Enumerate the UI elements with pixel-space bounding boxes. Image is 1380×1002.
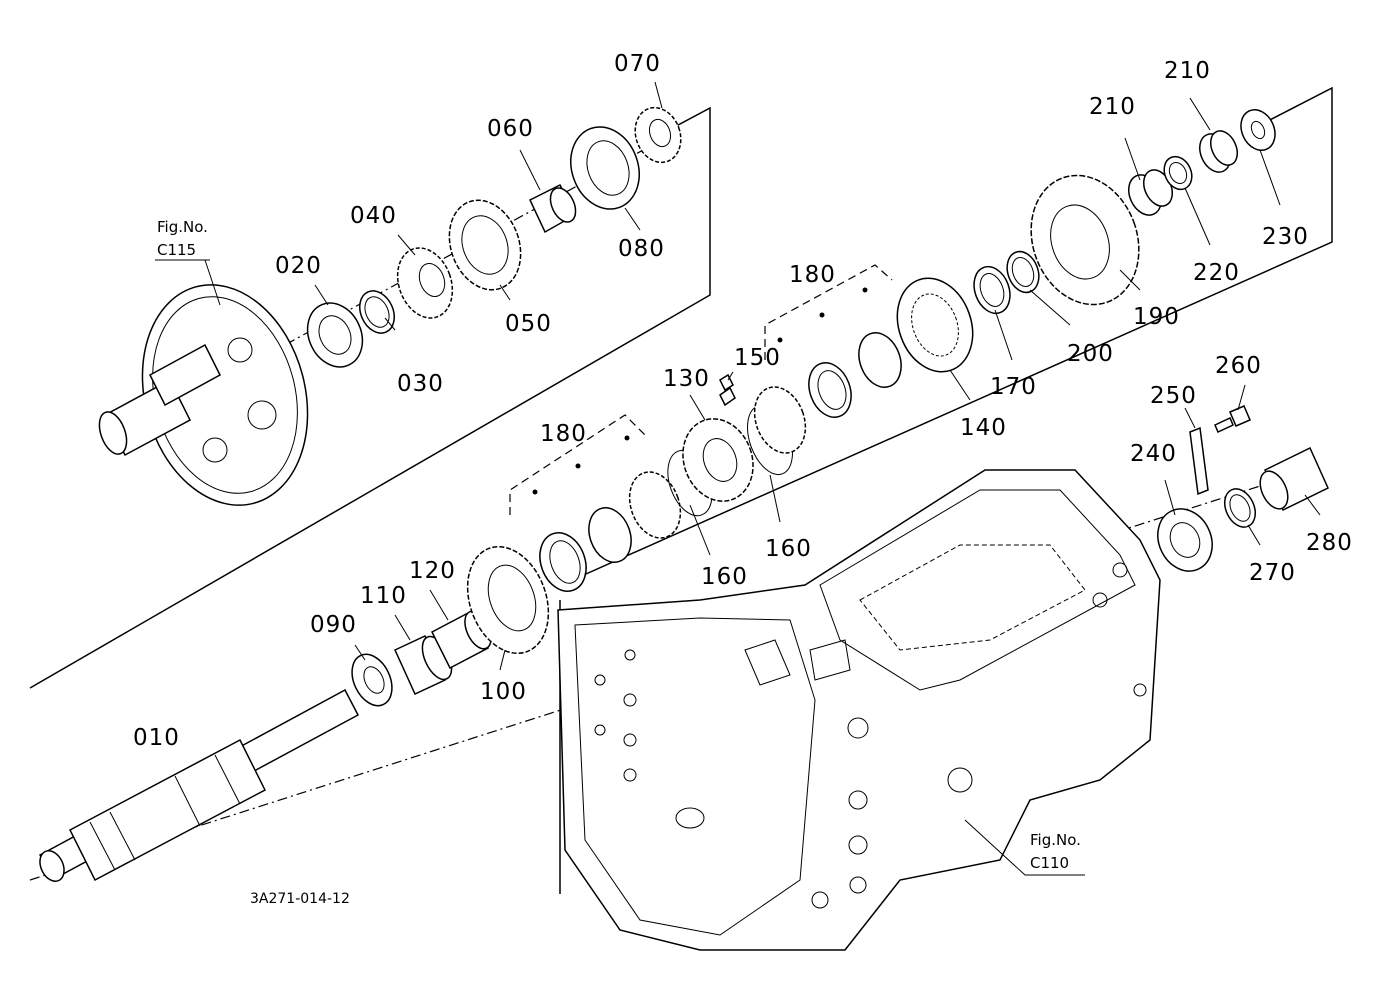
frame-line-right [567,86,1333,583]
part-label: 210 [1089,94,1136,120]
part-label: 220 [1193,260,1240,286]
bolt-260 [1214,405,1251,434]
part-label: 250 [1150,383,1197,409]
key-150 [719,373,734,392]
thrust-washer-230 [1240,109,1276,151]
needle-bearing-210-a [1128,169,1174,216]
snap-ring-030 [359,290,395,334]
part-label: 260 [1215,353,1262,379]
part-label: 270 [1249,560,1296,586]
part-label: 070 [614,51,661,77]
figure-ref-label: Fig.No. [157,218,208,236]
part-label: 140 [960,415,1007,441]
shift-sleeve-140 [896,277,974,373]
part-label: 130 [663,366,710,392]
part-label: 200 [1067,341,1114,367]
part-label: 170 [990,374,1037,400]
part-label: 240 [1130,441,1177,467]
bearing-020 [306,302,364,368]
leader-lines [155,81,1321,876]
part-label: 160 [765,536,812,562]
lock-plate-250 [1189,426,1209,496]
snap-ring-200 [1006,250,1040,294]
synchronizer-group-left [509,414,713,592]
washer-090 [351,653,393,707]
main-shaft-010 [39,688,360,882]
part-label: 160 [701,564,748,590]
part-label: 110 [360,583,407,609]
part-label: 150 [734,345,781,371]
part-label: 010 [133,725,180,751]
coupler-080 [570,126,640,210]
part-label: 180 [540,421,587,447]
part-label: 040 [350,203,397,229]
part-label: 210 [1164,58,1211,84]
cover-plate [98,284,309,506]
figure-ref-label: Fig.No. [1030,831,1081,849]
figure-reference-c115: Fig.No. C115 [157,218,208,259]
bushing-280 [1259,446,1329,512]
figure-ref-number: C110 [1030,854,1069,872]
part-label: 280 [1306,530,1353,556]
gear-190 [1030,174,1140,306]
part-label: 230 [1262,224,1309,250]
part-label: 100 [480,679,527,705]
part-label: 190 [1133,304,1180,330]
frame-line-left [29,106,711,689]
part-label: 050 [505,311,552,337]
synchronizer-group-right [747,264,902,476]
part-labels: 010 020 030 040 050 060 070 080 090 100 … [133,51,1353,751]
figure-reference-c110: Fig.No. C110 [1030,831,1081,872]
figure-ref-number: C115 [157,241,196,259]
drawing-code: 3A271-014-12 [250,891,350,907]
bearing-240 [1157,508,1213,572]
part-label: 120 [409,558,456,584]
gear-100 [466,545,550,655]
transmission-case [557,469,1161,951]
part-label: 060 [487,116,534,142]
gear-070 [634,106,682,164]
snap-ring-270 [1224,488,1256,528]
needle-bearing-210-b [1199,130,1239,173]
part-label: 020 [275,253,322,279]
part-label: 090 [310,612,357,638]
snap-ring-170 [973,265,1011,315]
part-label: 030 [397,371,444,397]
part-label: 180 [789,262,836,288]
gear-040 [396,247,454,319]
gear-050 [448,199,522,291]
needle-bearing-060 [529,183,577,234]
part-label: 080 [618,236,665,262]
synchro-hub-130 [682,386,754,502]
